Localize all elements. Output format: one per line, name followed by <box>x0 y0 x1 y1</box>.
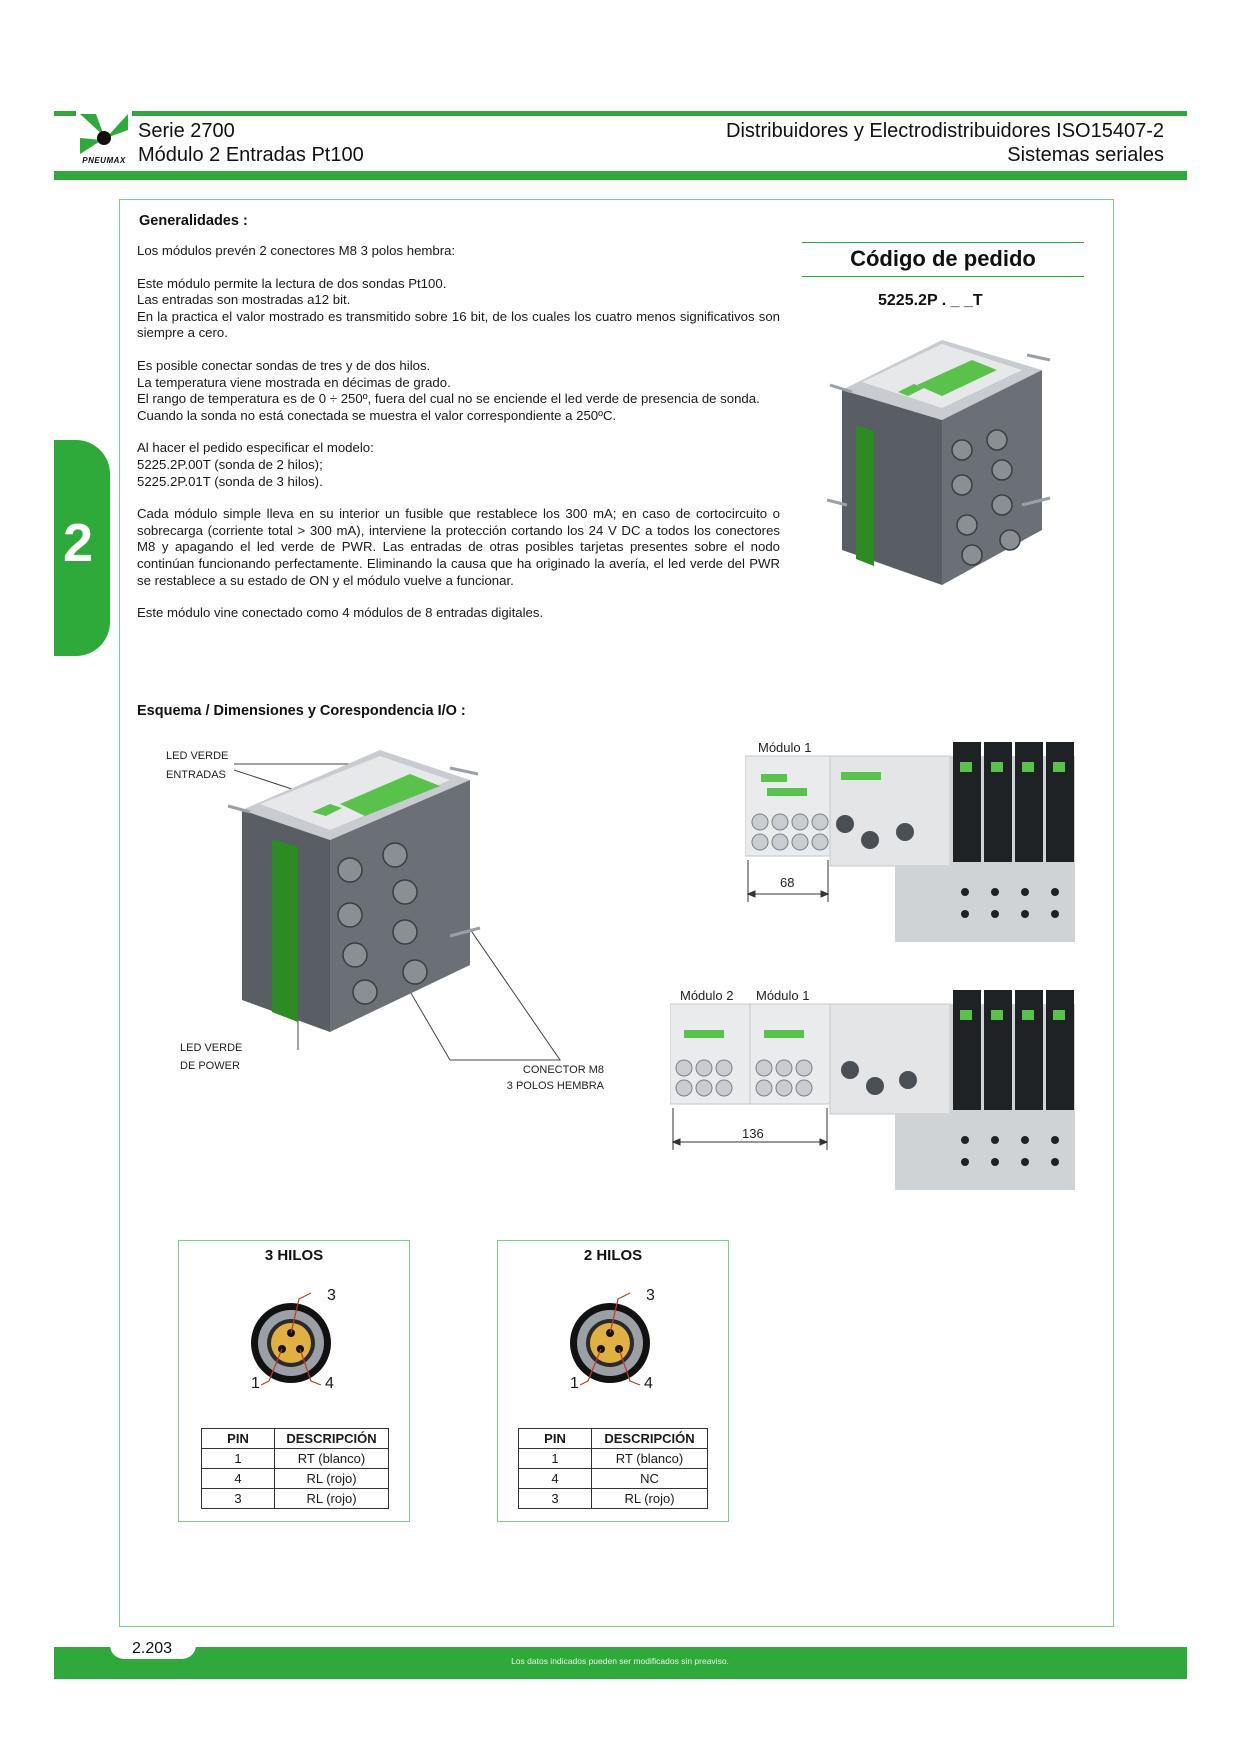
pin-cell: 1 <box>518 1448 592 1469</box>
general-p3-line: Cuando la sonda no está conectada se mue… <box>137 407 617 423</box>
pin-cell: 4 <box>518 1468 592 1489</box>
order-rule-top <box>802 242 1084 243</box>
col-description: DESCRIPCIÓN <box>274 1428 389 1449</box>
pin-label-1: 1 <box>570 1375 579 1392</box>
footer-bar <box>54 1647 1187 1679</box>
page-number: 2.203 <box>132 1640 173 1657</box>
label-led-power-2: DE POWER <box>180 1060 240 1072</box>
header-bottom-rule <box>54 171 1187 180</box>
m8-connector-icon <box>570 1292 650 1386</box>
footer-disclaimer: Los datos indicados pueden ser modificad… <box>511 1656 729 1666</box>
pin-label-4: 4 <box>644 1375 653 1392</box>
general-p3-line: La temperatura viene mostrada en décimas… <box>137 374 451 390</box>
general-p4-line: 5225.2P.01T (sonda de 3 hilos). <box>137 473 323 489</box>
pneumax-logo <box>76 110 132 166</box>
label-led-inputs-1: LED VERDE <box>166 750 229 762</box>
description-cell: RT (blanco) <box>591 1448 708 1469</box>
description-cell: RL (rojo) <box>274 1468 389 1489</box>
pin-cell: 1 <box>201 1448 275 1469</box>
general-p4-line: Al hacer el pedido especificar el modelo… <box>137 440 374 456</box>
general-p2-line: En la practica el valor mostrado es tran… <box>137 308 780 341</box>
label-connector-1: CONECTOR M8 <box>522 1064 604 1076</box>
module2-label: Módulo 2 <box>680 988 734 1003</box>
scheme-title: Esquema / Dimensiones y Corespondencia I… <box>137 703 466 719</box>
general-p6: Este módulo vine conectado como 4 módulo… <box>137 605 544 621</box>
pin-label-3: 3 <box>327 1287 336 1304</box>
module-title: Módulo 2 Entradas Pt100 <box>138 144 364 166</box>
subfamily-title: Sistemas seriales <box>1007 144 1164 166</box>
header-top-rule <box>54 111 1187 116</box>
dim-68: 68 <box>780 875 795 890</box>
general-p3-line: Es posible conectar sondas de tres y de … <box>137 357 431 373</box>
order-rule-bottom <box>802 276 1084 277</box>
pin-cell: 3 <box>518 1488 592 1509</box>
product-image <box>822 330 1052 605</box>
general-p2-line: Las entradas son mostradas a12 bit. <box>137 292 351 308</box>
content-frame <box>119 199 1114 1627</box>
manifold-drawing-1 <box>744 742 1075 947</box>
general-title: Generalidades : <box>139 213 248 229</box>
col-pin: PIN <box>518 1428 592 1449</box>
general-p5: Cada módulo simple lleva en su interior … <box>137 506 780 588</box>
family-title: Distribuidores y Electrodistribuidores I… <box>726 120 1164 142</box>
chapter-tab: 2 <box>54 440 110 656</box>
description-cell: RL (rojo) <box>274 1488 389 1509</box>
col-pin: PIN <box>201 1428 275 1449</box>
module1-label-b: Módulo 1 <box>756 988 810 1003</box>
connector-title: 2 HILOS <box>583 1247 643 1264</box>
pin-cell: 4 <box>201 1468 275 1489</box>
general-p1: Los módulos prevén 2 conectores M8 3 pol… <box>137 243 456 258</box>
label-led-power-1: LED VERDE <box>180 1042 243 1054</box>
description-cell: NC <box>591 1468 708 1489</box>
module-drawing <box>150 740 610 1075</box>
pin-label-3: 3 <box>646 1287 655 1304</box>
page-number-pill <box>110 1641 196 1659</box>
col-description: DESCRIPCIÓN <box>591 1428 708 1449</box>
connector-title: 3 HILOS <box>264 1247 324 1264</box>
order-title: Código de pedido <box>850 246 1036 271</box>
general-p2-line: Este módulo permite la lectura de dos so… <box>137 275 447 291</box>
order-code: 5225.2P . _ _T <box>878 292 983 309</box>
label-led-inputs-2: ENTRADAS <box>166 769 226 781</box>
chapter-number: 2 <box>62 513 94 573</box>
description-cell: RT (blanco) <box>274 1448 389 1469</box>
logo-wordmark: PNEUMAX <box>82 156 126 165</box>
general-text: Los módulos prevén 2 conectores M8 3 pol… <box>137 243 780 622</box>
module1-label-a: Módulo 1 <box>758 740 812 755</box>
pin-cell: 3 <box>201 1488 275 1509</box>
manifold-drawing-2 <box>669 990 1075 1195</box>
label-connector-2: 3 POLOS HEMBRA <box>506 1080 604 1092</box>
description-cell: RL (rojo) <box>591 1488 708 1509</box>
dim-136: 136 <box>742 1126 764 1141</box>
series-title: Serie 2700 <box>138 120 235 142</box>
general-p4-line: 5225.2P.00T (sonda de 2 hilos); <box>137 456 323 472</box>
pin-label-4: 4 <box>325 1375 334 1392</box>
pin-label-1: 1 <box>251 1375 260 1392</box>
m8-connector-icon <box>251 1292 331 1386</box>
general-p3-line: El rango de temperatura es de 0 ÷ 250º, … <box>137 391 760 407</box>
